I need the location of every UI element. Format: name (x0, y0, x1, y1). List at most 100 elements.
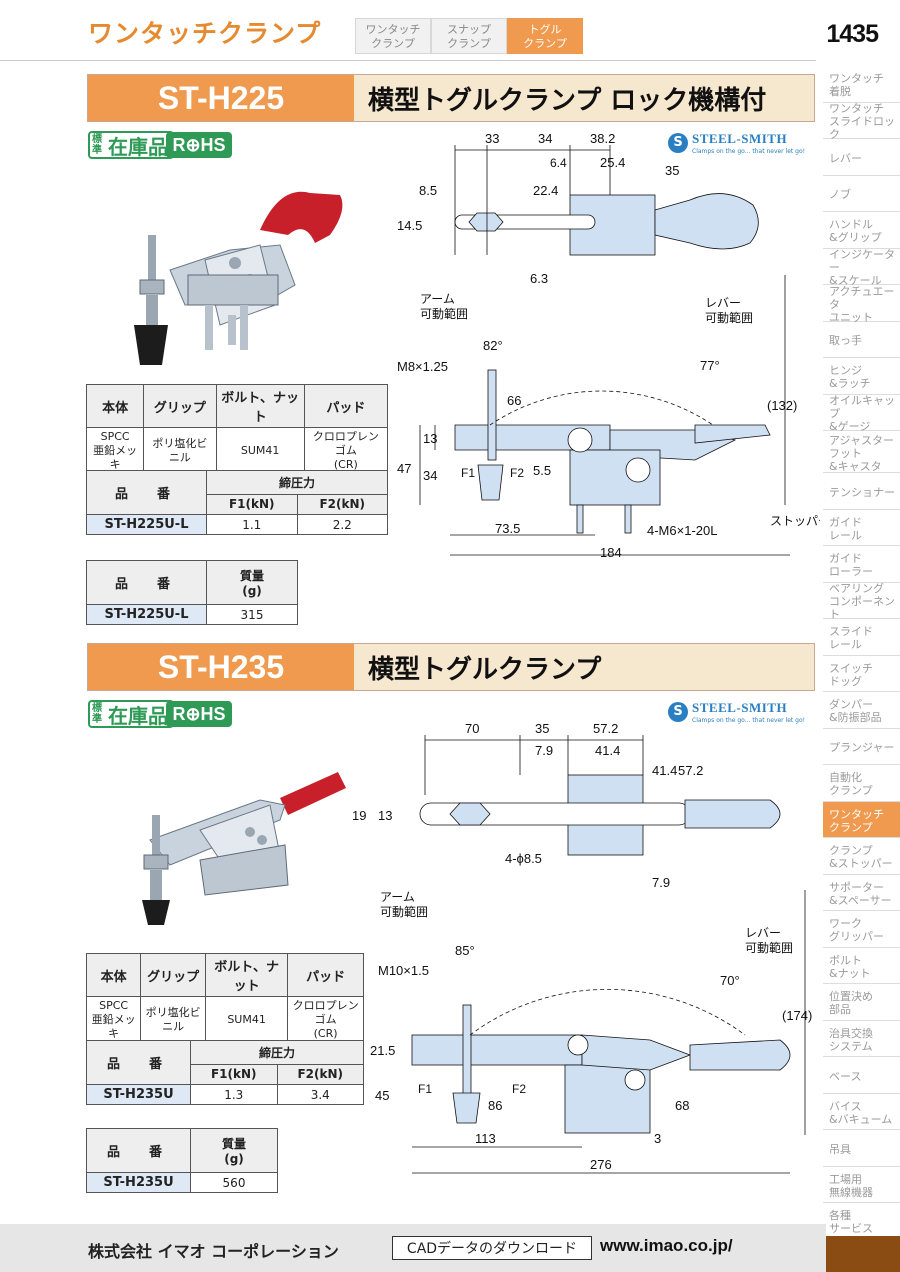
steel-smith-icon: S (668, 702, 688, 722)
company-name: 株式会社 イマオ コーポレーション (88, 1242, 339, 1261)
sidebar-item[interactable]: アクチュエータ ユニット (823, 285, 900, 324)
dim-41-4-vertical: 41.4 (652, 763, 677, 778)
dim-35: 35 (535, 721, 549, 736)
sidebar-item[interactable]: アジャスター フット &キャスタ (823, 431, 900, 473)
arm-angle: 82° (483, 338, 503, 353)
part-label-header: 品 番 (86, 1128, 191, 1173)
sidebar-item[interactable]: バイス &バキューム (823, 1094, 900, 1130)
table-cell: SPCC 亜鉛メッキ (85, 427, 145, 475)
table-cell: ポリ塩化ビニル (143, 427, 217, 475)
sidebar-item[interactable]: サポーター &スペーサー (823, 875, 900, 911)
sidebar-item[interactable]: スライド レール (823, 619, 900, 656)
sidebar-item[interactable]: プランジャー (823, 729, 900, 765)
dim-174: (174) (782, 1008, 812, 1023)
sidebar-item[interactable]: レバー (823, 139, 900, 176)
dim-6-4: 6.4 (550, 156, 567, 170)
sidebar-item[interactable]: 工場用 無線機器 (823, 1167, 900, 1203)
sidebar-item[interactable]: ワーク グリッパー (823, 911, 900, 948)
bolt-spec: 4-M6×1-20L (647, 523, 717, 538)
sidebar-item[interactable]: ワンタッチ スライドロック (823, 102, 900, 141)
dim-86: 86 (488, 1098, 502, 1113)
dim-3: 3 (654, 1131, 661, 1146)
sidebar-item[interactable]: 吊具 (823, 1130, 900, 1167)
table-header-row: 本体 グリップ ボルト、ナット パッド (85, 953, 364, 997)
tab-snap-clamp[interactable]: スナップ クランプ (431, 18, 507, 54)
steel-smith-icon: S (668, 133, 688, 153)
sidebar-item[interactable]: クランプ &ストッパー (823, 838, 900, 875)
table-header-cell: 本体 (85, 953, 142, 997)
table-header-cell: グリップ (143, 384, 217, 428)
dim-33: 33 (485, 131, 499, 146)
dim-19: 19 (352, 808, 366, 823)
product-code: ST-H225 (88, 75, 354, 121)
page-number: 1435 (826, 20, 879, 48)
sidebar-item[interactable]: 自動化 クランプ (823, 765, 900, 802)
rohs-badge: R⊕HS (166, 132, 232, 158)
sidebar-item[interactable]: スイッチ ドッグ (823, 656, 900, 692)
stock-badge: 標 準 在庫品 (88, 131, 174, 159)
brand-tagline: Clamps on the go... that never let go! (692, 717, 806, 724)
sidebar-item[interactable]: ワンタッチ クランプ (823, 801, 900, 838)
table-row: ST-H225U-L 315 (86, 604, 298, 625)
sidebar-item[interactable]: ベアリング コンポーネント (823, 582, 900, 621)
sidebar-item[interactable]: ベース (823, 1057, 900, 1094)
f2-label: F2 (512, 1082, 526, 1096)
arm-range-label: アーム可動範囲 (380, 890, 428, 919)
dim-21-5: 21.5 (370, 1043, 395, 1058)
mass-table-st-h235: 品 番 質量 (g) ST-H235U 560 (86, 1128, 278, 1193)
part-label-header: 品 番 (86, 560, 207, 605)
sidebar-item[interactable]: ボルト &ナット (823, 948, 900, 984)
part-label-header: 品 番 (86, 470, 207, 515)
dim-22-4: 22.4 (533, 183, 558, 198)
dim-14-5: 14.5 (397, 218, 422, 233)
sidebar-item[interactable]: 各種 サービス (823, 1203, 900, 1240)
tab-toggle-clamp[interactable]: トグル クランプ (507, 18, 583, 54)
tab-one-touch-clamp[interactable]: ワンタッチ クランプ (355, 18, 431, 54)
dim-70: 70 (465, 721, 479, 736)
lever-angle: 70° (720, 973, 740, 988)
stock-badge-label: 在庫品 (108, 703, 168, 728)
dim-38-2: 38.2 (590, 131, 615, 146)
dim-113: 113 (475, 1131, 496, 1146)
force-table-st-h225: 品 番 締圧力 F1(kN) F2(kN) ST-H225U-L 1.1 2.2 (86, 470, 388, 535)
sidebar-item[interactable]: オイルキャップ &ゲージ (823, 394, 900, 433)
sidebar-item[interactable]: ノブ (823, 176, 900, 212)
sidebar-item[interactable]: ヒンジ &ラッチ (823, 358, 900, 395)
header-divider (0, 60, 816, 61)
sidebar-item[interactable]: ガイド ローラー (823, 546, 900, 583)
technical-drawing-st-h225: 33 34 38.2 6.4 25.4 35 8.5 22.4 14.5 6.3… (397, 131, 820, 560)
technical-drawing-st-h235: 70 35 57.2 7.9 41.4 41.4 57.2 19 13 4-ϕ8… (352, 721, 812, 1174)
category-sidebar: ワンタッチ 着脱ワンタッチ スライドロックレバーノブハンドル &グリップインジケ… (823, 66, 900, 1240)
dim-34-side: 34 (423, 468, 437, 483)
materials-table-st-h225: 本体 グリップ ボルト、ナット パッド SPCC 亜鉛メッキ ポリ塩化ビニル S… (85, 384, 389, 475)
table-cell: クロロプレンゴム (CR) (303, 427, 389, 475)
sidebar-item[interactable]: ガイド レール (823, 510, 900, 546)
sidebar-item[interactable]: 取っ手 (823, 322, 900, 358)
product-name: 横型トグルクランプ (368, 654, 602, 685)
cad-download-button[interactable]: CADデータのダウンロード (392, 1236, 592, 1260)
sidebar-item[interactable]: 治具交換 システム (823, 1021, 900, 1057)
stock-badge-label: 在庫品 (108, 134, 168, 159)
f2-value: 2.2 (296, 514, 388, 535)
sidebar-item[interactable]: ワンタッチ 着脱 (823, 66, 900, 103)
f1-value: 1.3 (190, 1084, 278, 1105)
grip-shape (260, 191, 343, 243)
table-header-cell: ボルト、ナット (205, 953, 289, 997)
table-cell: クロロプレンゴム (CR) (287, 996, 364, 1044)
table-header-cell: パッド (287, 953, 364, 997)
dim-276: 276 (590, 1157, 612, 1172)
lever-range-label: レバー可動範囲 (705, 296, 753, 325)
dim-41-4: 41.4 (595, 743, 620, 758)
sidebar-item[interactable]: テンショナー (823, 473, 900, 510)
force-header: 締圧力 (206, 470, 388, 495)
sidebar-item[interactable]: ハンドル &グリップ (823, 212, 900, 249)
table-row: ST-H225U-L 1.1 2.2 (86, 514, 388, 535)
stock-badge-small: 標 準 (92, 703, 102, 725)
sidebar-item[interactable]: インジケーター &スケール (823, 248, 900, 287)
f1-label: F1 (418, 1082, 432, 1096)
product-photo-st-h225 (134, 191, 343, 365)
sidebar-item[interactable]: ダンパー &防振部品 (823, 692, 900, 729)
sidebar-item[interactable]: 位置決め 部品 (823, 984, 900, 1021)
dim-45: 45 (375, 1088, 389, 1103)
website-link[interactable]: www.imao.co.jp/ (600, 1236, 733, 1255)
